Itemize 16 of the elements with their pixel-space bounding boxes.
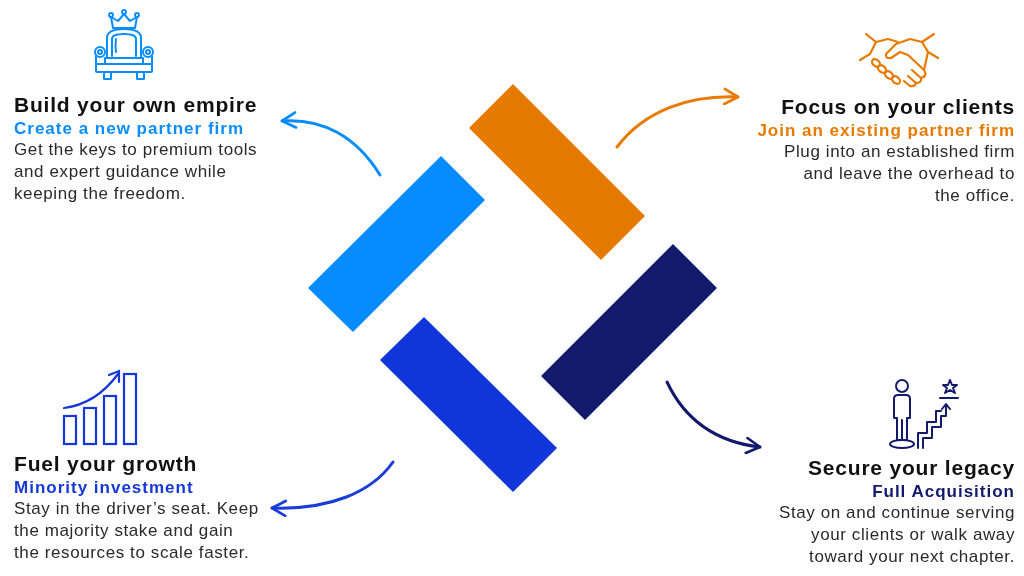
option-subtitle: Join an existing partner firm bbox=[757, 120, 1015, 141]
curved-arrow bbox=[270, 460, 395, 517]
option-description: Stay on and continue serving your clients or walk away toward your next chapter. bbox=[777, 502, 1015, 568]
curved-arrow bbox=[280, 111, 382, 177]
option-heading: Focus on your clients bbox=[781, 94, 1015, 120]
option-subtitle: Create a new partner firm bbox=[14, 118, 244, 139]
option-description: Stay in the driver’s seat. Keep the majority stake and gain the resources to scale faster. bbox=[14, 498, 260, 564]
curved-arrow bbox=[615, 88, 740, 149]
option-description: Plug into an established firm and leave the overhead to the office. bbox=[783, 141, 1015, 207]
option-heading: Fuel your growth bbox=[14, 451, 198, 477]
curved-arrow bbox=[665, 380, 762, 454]
option-heading: Build your own empire bbox=[14, 92, 258, 118]
option-description: Get the keys to premium tools and expert guidance while keeping the freedom. bbox=[14, 139, 259, 205]
option-heading: Secure your legacy bbox=[808, 455, 1015, 481]
option-subtitle: Minority investment bbox=[14, 477, 194, 498]
option-subtitle: Full Acquisition bbox=[872, 481, 1015, 502]
